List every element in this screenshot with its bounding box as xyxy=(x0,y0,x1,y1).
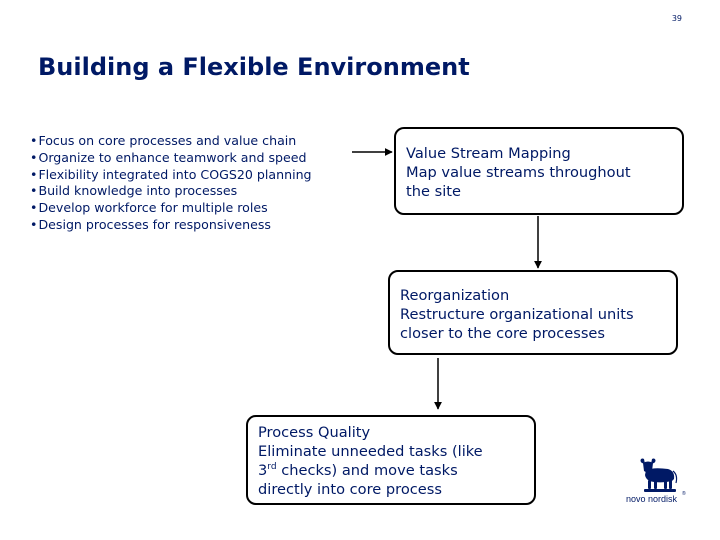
box-heading: Process Quality xyxy=(258,424,371,441)
novo-nordisk-logo: novo nordisk ® xyxy=(626,458,686,504)
box-text: 3rd checks) and move tasks xyxy=(258,461,524,480)
bullet-item: Organize to enhance teamwork and speed xyxy=(30,150,312,167)
bullet-item: Flexibility integrated into COGS20 plann… xyxy=(30,167,311,184)
bullet-item: Design processes for responsiveness xyxy=(30,217,312,234)
ordinal-suffix: rd xyxy=(267,462,277,473)
apis-bull-icon xyxy=(640,458,678,492)
bullet-item: Focus on core processes and value chain xyxy=(30,133,312,150)
bullet-item: Develop workforce for multiple roles xyxy=(30,200,312,217)
bullet-item: Build knowledge into processes xyxy=(30,183,312,200)
process-quality-box: Process Quality Eliminate unneeded tasks… xyxy=(246,415,536,505)
slide-title: Building a Flexible Environment xyxy=(38,53,470,81)
box-text: directly into core process xyxy=(258,481,442,498)
ordinal-number: 3 xyxy=(258,462,268,479)
box-text: Eliminate unneeded tasks (like xyxy=(258,443,483,460)
box-text: closer to the core processes xyxy=(400,325,606,342)
value-stream-mapping-box: Value Stream Mapping Map value streams t… xyxy=(394,127,684,215)
bullet-list: Focus on core processes and value chain … xyxy=(30,133,312,234)
box-text-rest: checks) and move tasks xyxy=(276,462,458,479)
box-heading: Reorganization xyxy=(400,287,510,304)
box-text: Map value streams throughout xyxy=(406,164,631,181)
box-text: the site xyxy=(406,183,461,200)
page-number: 39 xyxy=(671,14,682,23)
reorganization-box: Reorganization Restructure organizationa… xyxy=(388,270,678,355)
box-text: Restructure organizational units xyxy=(400,306,634,323)
box-heading: Value Stream Mapping xyxy=(406,145,571,162)
logo-wordmark: novo nordisk xyxy=(626,494,678,504)
logo-registered-mark: ® xyxy=(682,490,686,497)
